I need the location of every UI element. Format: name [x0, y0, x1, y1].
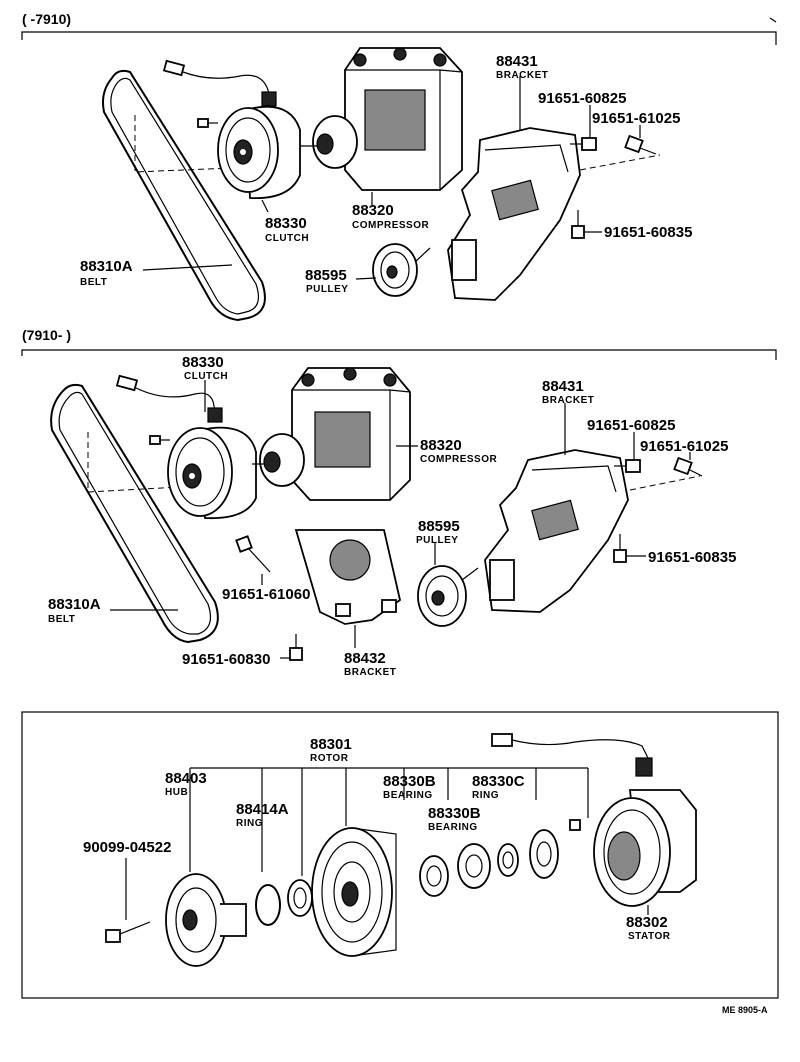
- bottom-stator-number: 88302: [626, 914, 668, 931]
- bottom-bearing2-number: 88330B: [428, 805, 481, 822]
- screw-icon: [569, 819, 581, 831]
- seal-ring-icon: [287, 879, 313, 917]
- mid-bolt4-number: 91651-61060: [222, 586, 310, 603]
- top-bolt3-number: 91651-60835: [604, 224, 692, 241]
- bottom-bearing1-number: 88330B: [383, 773, 436, 790]
- wire-connector-icon: [491, 733, 653, 777]
- thrust-plate-icon: [529, 829, 559, 879]
- mid-pulley-label: PULLEY: [416, 535, 458, 546]
- pulley-icon: [417, 565, 479, 627]
- bolt-icon: [570, 134, 657, 239]
- diagram-code: ME 8905-A: [722, 1005, 768, 1015]
- top-range-header: ( -7910): [22, 11, 71, 27]
- bottom-ring2-label: RING: [472, 790, 499, 801]
- top-belt-label: BELT: [80, 277, 107, 288]
- bottom-stator-label: STATOR: [628, 931, 671, 942]
- mid-bolt3-number: 91651-60835: [648, 549, 736, 566]
- short-bolt-icon: [289, 634, 303, 661]
- bolt-icon: [613, 456, 703, 563]
- small-bolt-icon: [197, 118, 218, 128]
- top-compressor-label: COMPRESSOR: [352, 220, 430, 231]
- bottom-hub-label: HUB: [165, 787, 188, 798]
- top-clutch-number: 88330: [265, 215, 307, 232]
- mid-bolt1-number: 91651-60825: [587, 417, 675, 434]
- top-bolt2-number: 91651-61025: [592, 110, 680, 127]
- mounting-plate-icon: [294, 529, 402, 625]
- mid-pulley-number: 88595: [418, 518, 460, 535]
- clutch-icon: [217, 105, 301, 199]
- wire-connector-icon: [162, 59, 277, 107]
- wire-connector-icon: [115, 374, 223, 423]
- mid-bolt2-number: 91651-61025: [640, 438, 728, 455]
- mid-clutch-number: 88330: [182, 354, 224, 371]
- top-pulley-label: PULLEY: [306, 284, 348, 295]
- mid-bracket2-label: BRACKET: [344, 667, 396, 678]
- mid-compressor-number: 88320: [420, 437, 462, 454]
- top-clutch-label: CLUTCH: [265, 233, 309, 244]
- bearing-icon: [419, 855, 449, 897]
- bottom-bolt-number: 90099-04522: [83, 839, 171, 856]
- pulley-icon: [372, 243, 431, 297]
- top-bracket-number: 88431: [496, 53, 538, 70]
- bolt-icon: [105, 921, 151, 943]
- stator-icon: [593, 789, 697, 907]
- top-section-bracket-line: [21, 31, 777, 45]
- bottom-bearing1-label: BEARING: [383, 790, 433, 801]
- compressor-icon: [300, 47, 463, 191]
- compressor-icon: [252, 367, 411, 501]
- bottom-ring-number: 88414A: [236, 801, 289, 818]
- mid-bracket-number: 88431: [542, 378, 584, 395]
- bracket-icon: [447, 127, 581, 301]
- belt-icon: [102, 69, 266, 322]
- long-bolt-icon: [235, 535, 271, 573]
- rotor-icon: [311, 827, 397, 957]
- top-bracket-label: BRACKET: [496, 70, 548, 81]
- mid-range-header: (7910- ): [22, 327, 71, 343]
- mid-belt-number: 88310A: [48, 596, 101, 613]
- top-bolt1-number: 91651-60825: [538, 90, 626, 107]
- top-compressor-number: 88320: [352, 202, 394, 219]
- bottom-hub-number: 88403: [165, 770, 207, 787]
- snap-ring-icon: [255, 884, 281, 926]
- bottom-bearing2-label: BEARING: [428, 822, 478, 833]
- mid-bracket-label: BRACKET: [542, 395, 594, 406]
- mid-compressor-label: COMPRESSOR: [420, 454, 498, 465]
- belt-icon: [50, 383, 219, 644]
- mid-clutch-label: CLUTCH: [184, 371, 228, 382]
- hub-icon: [165, 873, 247, 967]
- top-belt-number: 88310A: [80, 258, 133, 275]
- top-pulley-number: 88595: [305, 267, 347, 284]
- bottom-ring-label: RING: [236, 818, 263, 829]
- bearing-icon: [457, 843, 491, 889]
- mid-bracket2-number: 88432: [344, 650, 386, 667]
- bottom-ring2-number: 88330C: [472, 773, 525, 790]
- bottom-rotor-label: ROTOR: [310, 753, 349, 764]
- mid-bolt5-number: 91651-60830: [182, 651, 270, 668]
- bracket-icon: [484, 449, 629, 613]
- mid-section-bracket-line: [21, 349, 777, 360]
- clutch-icon: [167, 426, 257, 520]
- clutch-detail-box: [21, 711, 779, 999]
- small-bolt-icon: [149, 435, 170, 445]
- bottom-rotor-number: 88301: [310, 736, 352, 753]
- mid-belt-label: BELT: [48, 614, 75, 625]
- ring-icon: [497, 843, 519, 877]
